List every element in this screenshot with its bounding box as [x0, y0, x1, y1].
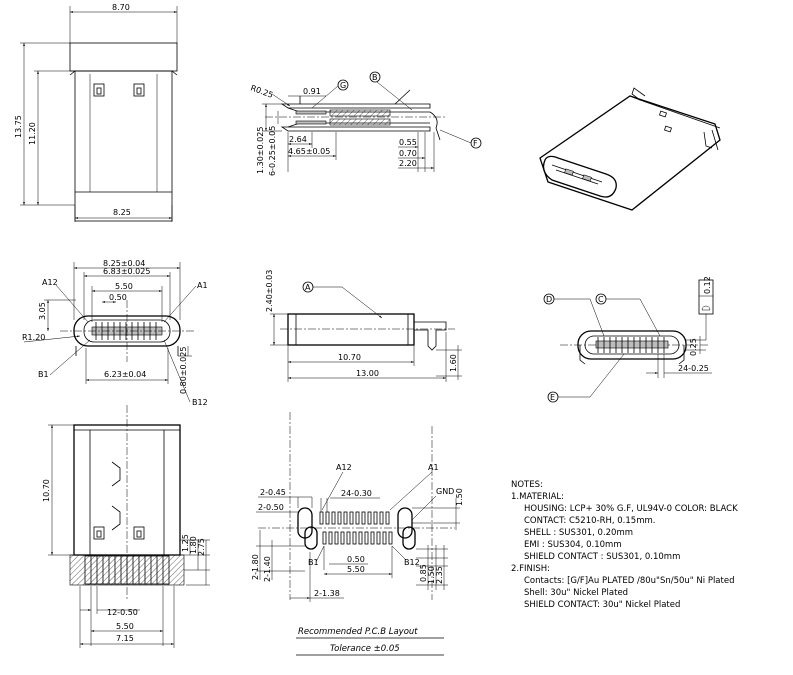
- notes-shell-finish: Shell: 30u" Nickel Plated: [524, 588, 628, 598]
- isometric-view: [539, 87, 721, 211]
- notes-shield: SHIELD CONTACT : SUS301, 0.10mm: [524, 552, 680, 562]
- top-view: 8.70 13.75 11.20 8.25: [14, 3, 178, 222]
- pcb-label-b12: B12: [404, 558, 420, 567]
- callout-d: D: [546, 295, 552, 304]
- dim-683: 6.83±0.025: [103, 267, 150, 276]
- dim-025: 0.25: [689, 338, 698, 356]
- pcb-dim-235: 2.35: [435, 566, 444, 584]
- dim-1300: 13.00: [356, 369, 379, 378]
- pcb-label-gnd: GND: [436, 487, 454, 496]
- callout-g: G: [340, 81, 346, 90]
- callout-b: B: [372, 73, 378, 82]
- dim-12: 12-0.50: [107, 608, 138, 617]
- dim-body-height: 11.20: [28, 122, 37, 145]
- dim-055: 0.55: [399, 138, 417, 147]
- dim-r120: R1.20: [22, 333, 45, 342]
- pin-contacts: [597, 337, 665, 353]
- tol-value: 0.12: [703, 276, 712, 294]
- callout-e: E: [550, 393, 555, 402]
- front-view: 8.25±0.04 6.83±0.025 5.50 0.50 3.05: [22, 259, 208, 407]
- label-b1: B1: [38, 370, 49, 379]
- dim-1070: 10.70: [338, 353, 361, 362]
- pcb-label-b1: B1: [308, 558, 319, 567]
- callout-c: C: [598, 295, 604, 304]
- pcb-dim-2-050: 2-0.50: [258, 503, 284, 512]
- pcb-dim-085: 0.85: [419, 564, 428, 582]
- dim-pitch: 24-0.25: [678, 364, 709, 373]
- dim-160: 1.60: [449, 354, 458, 372]
- dim-825: 8.25±0.04: [103, 259, 145, 268]
- dim-550: 5.50: [115, 282, 133, 291]
- dim-220: 2.20: [399, 159, 417, 168]
- side-section-view: R0.25 0.91 G B F 2.64 4.65±0.05 0.55 0.7…: [249, 71, 482, 176]
- dim-bottom-550: 5.50: [116, 622, 134, 631]
- bottom-pins: [84, 555, 170, 585]
- dim-total-height: 13.75: [14, 115, 23, 138]
- dim-125: 1.25: [181, 534, 190, 552]
- label-b12: B12: [192, 398, 208, 407]
- dim-050: 0.50: [109, 293, 127, 302]
- pcb-pads-top: [319, 511, 390, 525]
- callout-a: A: [305, 283, 311, 292]
- callout-f: F: [473, 139, 478, 148]
- dim-top-width: 8.70: [112, 3, 130, 12]
- dim-radius: R0.25: [249, 83, 274, 99]
- dim-465: 4.65±0.05: [288, 147, 330, 156]
- pin-detail-view: D C E 0.12 0.25 24-0.25: [543, 276, 714, 403]
- pcb-caption: Recommended P.C.B Layout: [298, 627, 418, 637]
- pcb-layout: 2-0.45 2-0.50 24-0.30 A12 A1 GND 1.50 2-…: [251, 412, 464, 656]
- pcb-dim-24-030: 24-0.30: [341, 489, 372, 498]
- pcb-dim-2-180: 2-1.80: [251, 554, 260, 580]
- dim-275: 2.75: [197, 538, 206, 556]
- dim-091: 0.91: [303, 87, 321, 96]
- dim-bottom-width: 8.25: [113, 208, 131, 217]
- side-view: 2.40±0.03 A 10.70 13.00 1.60: [265, 270, 462, 382]
- notes-contact: CONTACT: C5210-RH, 0.15mm.: [524, 516, 655, 526]
- dim-623: 6.23±0.04: [104, 370, 146, 379]
- notes-contacts-finish: Contacts: [G/F]Au PLATED /80u"Sn/50u" Ni…: [524, 576, 734, 586]
- pcb-pads-bottom: [322, 531, 393, 545]
- notes-finish-header: 2.FINISH:: [511, 564, 550, 574]
- notes-emi: EMI : SUS304, 0.10mm: [524, 540, 622, 550]
- notes-housing: HOUSING: LCP+ 30% G.F, UL94V-0 COLOR: BL…: [524, 504, 738, 514]
- pcb-dim-2-138: 2-1.38: [314, 589, 340, 598]
- notes-material-header: 1.MATERIAL:: [511, 492, 564, 502]
- dim-130: 1.30±0.025: [256, 127, 265, 174]
- pcb-dim-2-045: 2-0.45: [260, 488, 286, 497]
- notes-title: NOTES:: [511, 480, 543, 490]
- dim-070: 0.70: [399, 149, 417, 158]
- dim-180: 1.80: [189, 536, 198, 554]
- dim-pin-thickness: 6-0.25±0.05: [268, 126, 277, 176]
- label-a1: A1: [197, 281, 208, 290]
- pcb-dim-150b: 1.50: [427, 566, 436, 584]
- dim-305: 3.05: [38, 302, 47, 320]
- pcb-dim-2-140: 2-1.40: [263, 556, 272, 582]
- notes-shell: SHELL : SUS301, 0.20mm: [524, 528, 633, 538]
- pcb-dim-550: 5.50: [347, 565, 365, 574]
- pcb-label-a1: A1: [428, 463, 439, 472]
- pcb-label-a12: A12: [336, 463, 352, 472]
- pcb-dim-150: 1.50: [455, 488, 464, 506]
- dim-bottom-1070: 10.70: [42, 479, 51, 502]
- label-a12: A12: [42, 278, 58, 287]
- notes-block: NOTES: 1.MATERIAL: HOUSING: LCP+ 30% G.F…: [511, 480, 738, 610]
- bottom-view: 10.70 1.25 1.80 2.75 12-0.50 5.50 7.15: [42, 405, 210, 648]
- dim-264: 2.64: [289, 135, 307, 144]
- notes-shield-finish: SHIELD CONTACT: 30u" Nickel Plated: [524, 600, 680, 610]
- pcb-tolerance: Tolerance ±0.05: [330, 644, 400, 654]
- dim-080: 0.80±0.025: [179, 347, 188, 394]
- dim-715: 7.15: [116, 634, 134, 643]
- pcb-dim-050: 0.50: [347, 555, 365, 564]
- dim-240: 2.40±0.03: [265, 270, 274, 312]
